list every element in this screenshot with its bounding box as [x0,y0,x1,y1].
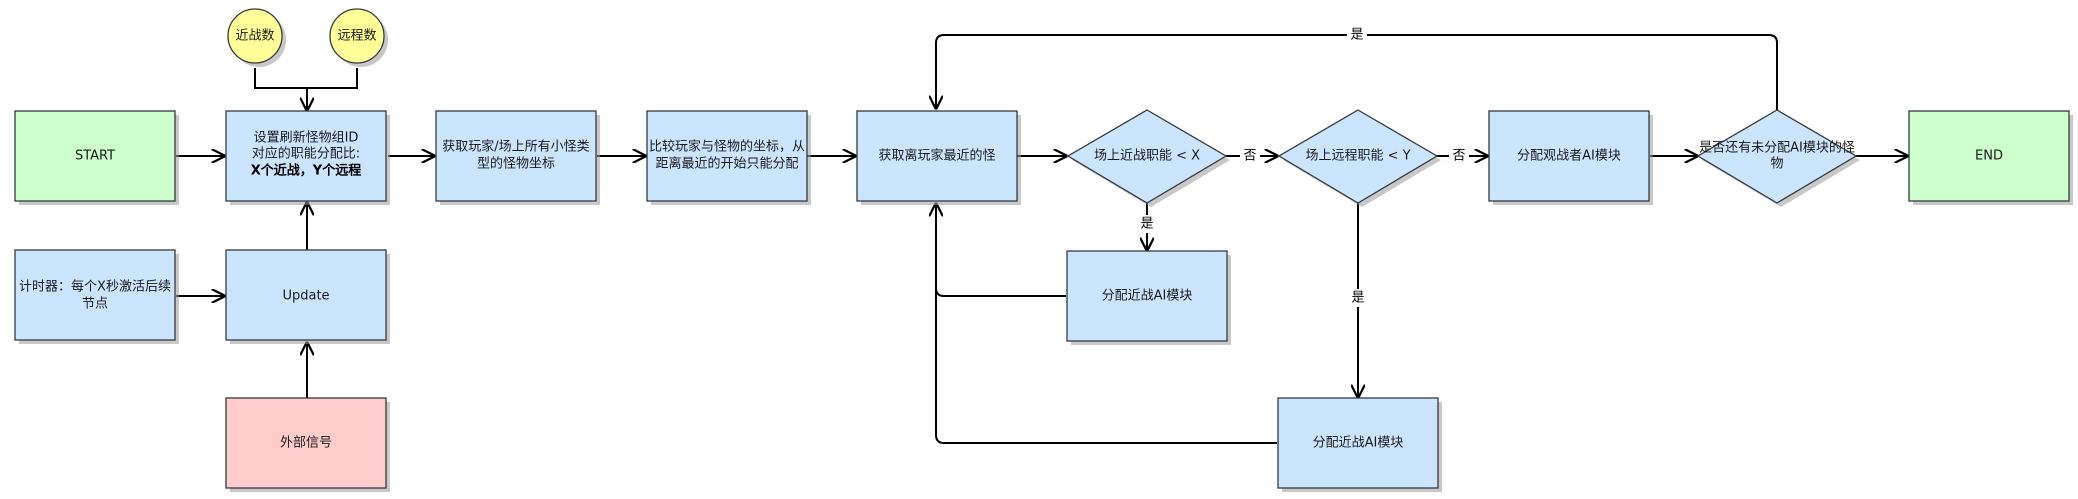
ranged-count-label: 远程数 [337,29,376,44]
compare-label-line2: 距离最近的开始只能分配 [655,156,798,172]
start-label: START [75,149,115,164]
remaining-monsters-decision: 是否还有未分配AI模块的怪 物 [1696,109,1860,207]
melee-check-decision: 场上近战职能 < X [1066,109,1230,207]
assign-spectator-ai-node: 分配观战者AI模块 [1488,110,1653,205]
edge-labels: 否 否 是 是 是 [1137,26,1469,307]
remaining-monsters-label-line1: 是否还有未分配AI模块的怪 [1699,140,1855,156]
start-node: START [14,110,179,205]
setup-node: 设置刷新怪物组ID 对应的职能分配比: X个近战，Y个远程 [225,110,390,205]
edge-ranged-count-to-setup [307,68,358,89]
nearest-monster-node: 获取离玩家最近的怪 [856,110,1021,205]
get-coords-label-line1: 获取玩家/场上所有小怪类 [442,139,589,155]
melee-count-label: 近战数 [235,29,274,44]
edge-assign-melee-b-to-nearest [935,204,1277,444]
edge-label-no-2: 否 [1452,149,1465,164]
edges [176,34,1907,444]
update-node: Update [225,249,390,344]
edge-remaining-yes-loop [936,34,1778,110]
assign-melee-ai-node-b: 分配近战AI模块 [1277,397,1442,492]
assign-melee-ai-label-a: 分配近战AI模块 [1102,289,1193,304]
assign-spectator-ai-label: 分配观战者AI模块 [1517,149,1621,164]
timer-label-line1: 计时器：每个X秒激活后续 [19,279,171,295]
melee-check-label: 场上近战职能 < X [1094,149,1200,164]
get-coords-node: 获取玩家/场上所有小怪类 型的怪物坐标 [435,110,600,205]
assign-melee-ai-label-b: 分配近战AI模块 [1313,436,1404,451]
edge-assign-melee-a-to-nearest [936,204,1066,297]
setup-label-line2: 对应的职能分配比: [252,146,360,162]
external-signal-node: 外部信号 [225,397,390,492]
update-label: Update [282,289,329,304]
edge-melee-count-to-setup [254,68,307,110]
melee-count-node: 近战数 [227,8,286,67]
edge-label-yes-loop: 是 [1350,28,1363,43]
end-label: END [1975,149,2003,164]
edge-label-no-1: 否 [1243,149,1256,164]
end-node: END [1908,110,2073,205]
edge-label-yes-ranged: 是 [1351,291,1364,306]
timer-node: 计时器：每个X秒激活后续 节点 [14,249,179,344]
setup-label-line1: 设置刷新怪物组ID [254,130,359,146]
ranged-count-node: 远程数 [329,8,388,67]
timer-label-line2: 节点 [82,297,108,312]
external-signal-label: 外部信号 [280,436,332,451]
compare-label-line1: 比较玩家与怪物的坐标，从 [649,139,805,155]
remaining-monsters-label-line2: 物 [1770,157,1783,172]
setup-label-line3: X个近战，Y个远程 [251,163,361,179]
nearest-monster-label: 获取离玩家最近的怪 [878,148,995,164]
ranged-check-decision: 场上远程职能 < Y [1277,109,1441,207]
get-coords-label-line2: 型的怪物坐标 [477,156,555,172]
ranged-check-label: 场上远程职能 < Y [1305,149,1410,164]
assign-melee-ai-node-a: 分配近战AI模块 [1066,250,1231,345]
edge-label-yes-melee: 是 [1140,217,1153,232]
compare-node: 比较玩家与怪物的坐标，从 距离最近的开始只能分配 [646,110,811,205]
